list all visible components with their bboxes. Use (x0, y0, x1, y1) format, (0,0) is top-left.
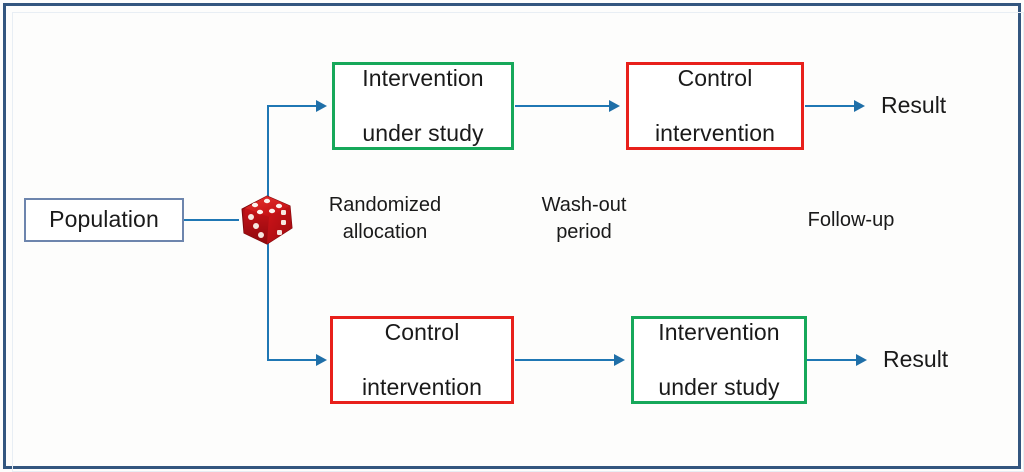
node-top-second-line1: Control (677, 65, 753, 92)
stage-label-randomized-allocation: Randomized allocation (328, 194, 442, 243)
node-top-control-intervention[interactable]: Control intervention (626, 62, 804, 150)
node-top-first-line1: Intervention (362, 65, 484, 92)
stage-label-follow-up: Follow-up (807, 209, 895, 231)
node-top-intervention-under-study[interactable]: Intervention under study (332, 62, 514, 150)
connector-top-to-result (805, 105, 857, 107)
outcome-top-result: Result (881, 92, 947, 118)
node-bottom-second-line2: under study (658, 373, 780, 400)
node-population[interactable]: Population (24, 198, 184, 242)
connector-population-to-randomizer (181, 219, 239, 221)
arrowhead-bottom-result (856, 354, 867, 366)
connector-top-first-to-second (515, 105, 612, 107)
connector-randomizer-to-top-first (267, 105, 319, 107)
stage-label-washout-period: Wash-out period (541, 194, 627, 243)
node-top-second-label: Control intervention (643, 65, 787, 146)
arrowhead-to-bottom-first (316, 354, 327, 366)
arrowhead-to-top-first (316, 100, 327, 112)
node-bottom-first-label: Control intervention (350, 319, 494, 400)
node-bottom-control-intervention[interactable]: Control intervention (330, 316, 514, 404)
node-bottom-intervention-under-study[interactable]: Intervention under study (631, 316, 807, 404)
connector-randomizer-to-bottom-first (267, 359, 319, 361)
dice-icon (240, 195, 294, 245)
node-bottom-second-line1: Intervention (658, 319, 780, 346)
connector-bottom-to-result (807, 359, 859, 361)
node-population-label: Population (49, 206, 159, 233)
node-top-first-line2: under study (362, 119, 484, 146)
arrowhead-top-result (854, 100, 865, 112)
node-top-first-label: Intervention under study (350, 65, 495, 146)
arrowhead-top-washout (609, 100, 620, 112)
node-bottom-first-line1: Control (384, 319, 460, 346)
diagram-frame: Population Intervention under study Cont… (3, 3, 1024, 472)
node-bottom-second-label: Intervention under study (646, 319, 791, 400)
node-bottom-first-line2: intervention (361, 373, 483, 400)
connector-bottom-first-to-second (515, 359, 617, 361)
outcome-bottom-result: Result (883, 346, 949, 372)
node-top-second-line2: intervention (654, 119, 776, 146)
arrowhead-bottom-washout (614, 354, 625, 366)
